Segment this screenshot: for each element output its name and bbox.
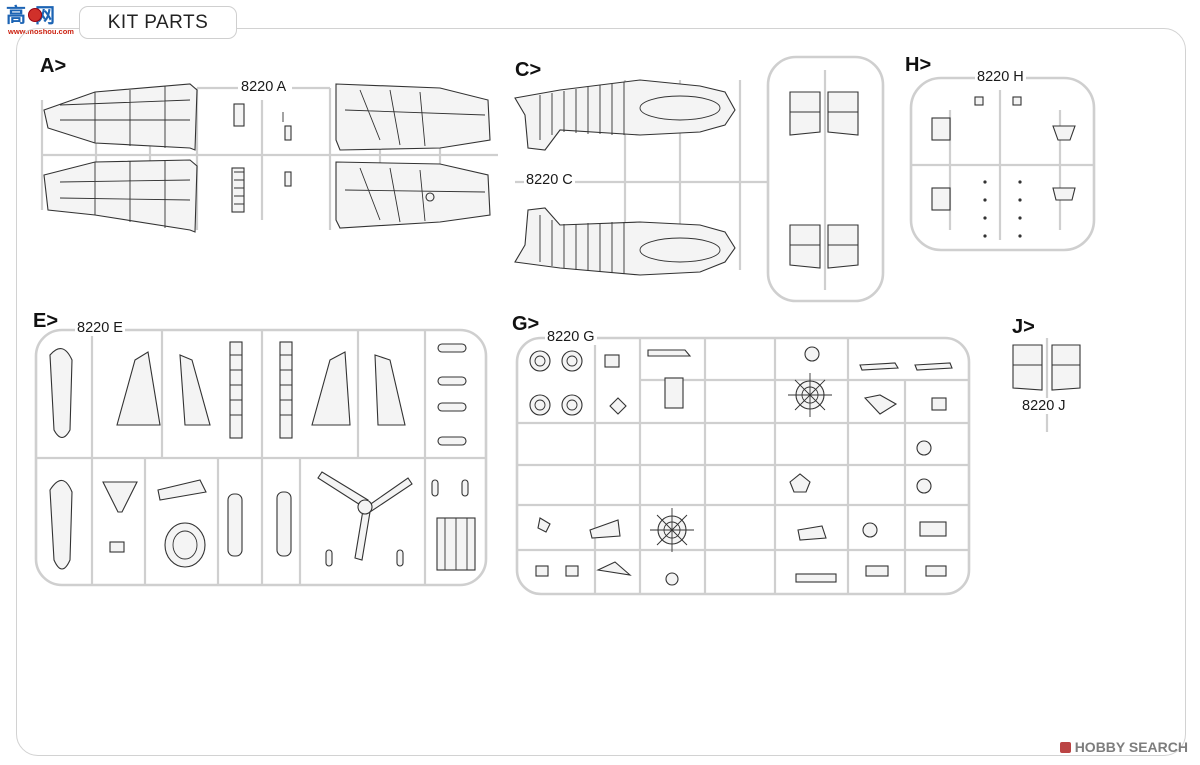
sprue-code-j: 8220 J (1020, 398, 1068, 414)
sprue-c (514, 55, 885, 303)
hobby-search-watermark: HOBBY SEARCH (1059, 739, 1188, 755)
sprue-code-g: 8220 G (545, 329, 597, 345)
engine-part-1 (788, 373, 832, 417)
section-label-g: G> (512, 313, 540, 335)
sprue-code-h: 8220 H (975, 69, 1026, 85)
watermark-text: HOBBY SEARCH (1074, 739, 1188, 755)
section-label-j: J> (1012, 316, 1035, 338)
sprue-j (1012, 338, 1081, 432)
sprue-code-e: 8220 E (75, 320, 125, 336)
sprue-h (909, 76, 1096, 252)
sprue-a (40, 83, 498, 233)
logo-url: www.moshou.com (8, 27, 74, 36)
logo-dot-icon (28, 8, 42, 22)
sprue-g (515, 336, 971, 596)
part-c1 (514, 79, 736, 151)
page-frame (16, 28, 1186, 756)
part-c2 (514, 207, 736, 276)
sprue-e (34, 328, 488, 587)
page-title: KIT PARTS (79, 6, 237, 39)
section-label-c: C> (515, 59, 542, 81)
section-label-e: E> (33, 310, 59, 332)
sprue-code-c: 8220 C (524, 172, 575, 188)
part-a1 (43, 83, 198, 151)
engine-part-2 (650, 508, 694, 552)
sprue-code-a: 8220 A (239, 79, 289, 95)
moshou-logo: 高 网 www.moshou.com (6, 4, 74, 40)
propeller-part (317, 471, 413, 561)
section-label-a: A> (40, 55, 67, 77)
section-label-h: H> (905, 54, 932, 76)
part-a2 (43, 159, 198, 233)
part-a3 (335, 83, 491, 151)
hobby-search-logo-icon (1059, 741, 1071, 753)
part-a4 (335, 161, 491, 229)
